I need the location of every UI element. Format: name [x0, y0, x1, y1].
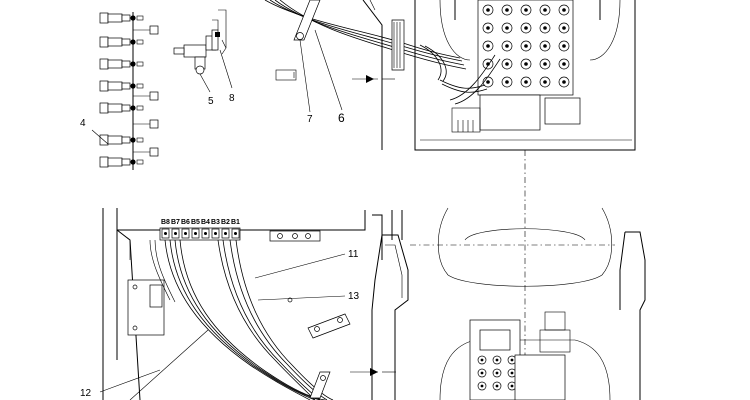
fitting: [99, 80, 144, 92]
port-label: B8: [161, 219, 170, 226]
port-label: B3: [211, 219, 220, 226]
fitting-bracket: [149, 119, 159, 129]
fitting-bracket: [149, 147, 159, 157]
port-label: B4: [201, 219, 210, 226]
lower-bracket: [371, 234, 409, 400]
callout-11: 11: [348, 249, 359, 260]
upper-hose-bundle: [264, 0, 467, 150]
callout-6: 6: [338, 111, 345, 125]
callout-12: 12: [80, 388, 92, 399]
lower-frame: [99, 208, 403, 400]
callout-7: 7: [307, 114, 313, 125]
callout-5: 5: [208, 96, 214, 107]
manifold-detail: [91, 12, 159, 170]
fitting: [99, 36, 144, 48]
fitting: [99, 102, 144, 114]
port-label: B1: [231, 219, 240, 226]
fitting: [99, 58, 144, 70]
port-label: B6: [181, 219, 190, 226]
fitting-bracket: [149, 91, 159, 101]
lower-valve-assembly: [410, 207, 646, 400]
callout-13: 13: [348, 291, 360, 302]
valve-fitting-detail: [173, 9, 233, 93]
fitting: [99, 134, 144, 146]
fitting: [99, 12, 144, 24]
port-label: B7: [171, 219, 180, 226]
fitting: [99, 156, 144, 168]
upper-valve-block: [414, 0, 636, 151]
callout-4: 4: [80, 118, 86, 129]
fitting-bracket: [149, 25, 159, 35]
callout-8: 8: [229, 93, 235, 104]
port-label: B5: [191, 219, 200, 226]
port-label: B2: [221, 219, 230, 226]
callout-labels: 4 5 8 7 6 11 13 12: [80, 93, 360, 399]
